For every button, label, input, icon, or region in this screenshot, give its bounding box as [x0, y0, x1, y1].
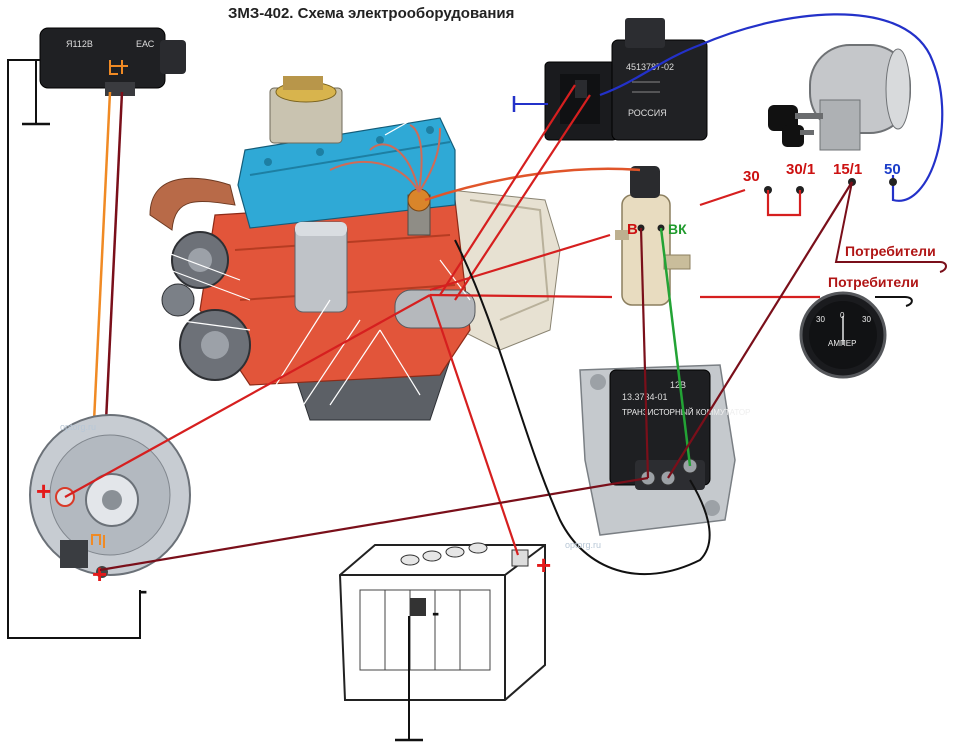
green-wire	[659, 227, 692, 467]
svg-text:0: 0	[840, 311, 845, 320]
starter-ammeter-wire-1	[429, 293, 613, 299]
relay-icon: 4513787-02 РОССИЯ	[544, 18, 708, 141]
coil-terminal-vk-label: ВК	[668, 221, 687, 237]
battery-starter-wire	[428, 294, 520, 556]
engine-icon	[149, 76, 561, 421]
alternator-minus-label: -	[140, 578, 147, 603]
ammeter-icon: 30 0 30 АМПЕР	[799, 291, 887, 379]
terminal-30-label: 30	[743, 168, 760, 185]
relay-part-label: 4513787-02	[626, 62, 674, 72]
ground-wire	[7, 59, 141, 639]
svg-text:30: 30	[816, 315, 825, 324]
coil-commutator-wire	[639, 227, 650, 479]
alternator-starter-wire	[64, 294, 431, 498]
ignition-coil-icon	[615, 166, 691, 306]
watermark-alt: optorg.ru	[60, 422, 96, 432]
watermark-main: optorg.ru	[565, 540, 601, 550]
alternator-plus-label: +	[36, 476, 51, 506]
battery-minus-label: -	[432, 600, 439, 625]
consumer-wire-1	[834, 181, 947, 273]
commutator-alternator-wire	[99, 476, 649, 572]
consumers-label-1: Потребители	[845, 243, 936, 259]
jumper-wire	[766, 190, 802, 217]
svg-text:30: 30	[862, 315, 871, 324]
regulator-eac-label: ЕАС	[136, 39, 155, 49]
consumer-wire-2	[875, 296, 913, 307]
ignition-switch-icon	[809, 44, 911, 151]
relay-brand-label: РОССИЯ	[628, 108, 667, 118]
coil-terminal-b-label: В	[627, 221, 638, 238]
starter-coil-wire	[429, 233, 611, 292]
coil-switch-wire	[699, 188, 746, 207]
ground-icon	[512, 96, 548, 112]
alternator-plus2-label: +	[92, 559, 107, 589]
key-icon	[768, 105, 823, 147]
alternator-icon: optorg.ru	[29, 414, 191, 578]
ground-icon	[22, 60, 50, 126]
blue-wire	[599, 13, 944, 202]
battery-icon	[338, 542, 546, 701]
terminal-50-label: 50	[884, 161, 901, 178]
switch-commutator-wire	[667, 181, 853, 479]
commutator-voltage-label: 12В	[670, 380, 686, 390]
ammeter-unit-label: АМПЕР	[828, 339, 856, 348]
distributor-sensor-wire	[454, 239, 711, 575]
terminal-15-1-label: 15/1	[833, 161, 862, 178]
regulator-part-label: Я112В	[66, 39, 93, 49]
consumers-label-2: Потребители	[828, 274, 919, 290]
relay-starter-wire-2	[454, 94, 591, 301]
battery-plus-label: +	[536, 550, 551, 580]
terminal-30-1-label: 30/1	[786, 161, 815, 178]
ground-icon	[395, 616, 423, 742]
commutator-icon: 13.3734-01 12В ТРАНЗИСТОРНЫЙ КОММУТАТОР	[579, 364, 750, 536]
commutator-text-label: ТРАНЗИСТОРНЫЙ КОММУТАТОР	[622, 408, 750, 417]
relay-starter-wire-1	[439, 84, 576, 296]
regulator-icon: Я112В ЕАС	[39, 27, 186, 96]
diagram-title: ЗМЗ-402. Схема электрооборудования	[228, 5, 514, 22]
